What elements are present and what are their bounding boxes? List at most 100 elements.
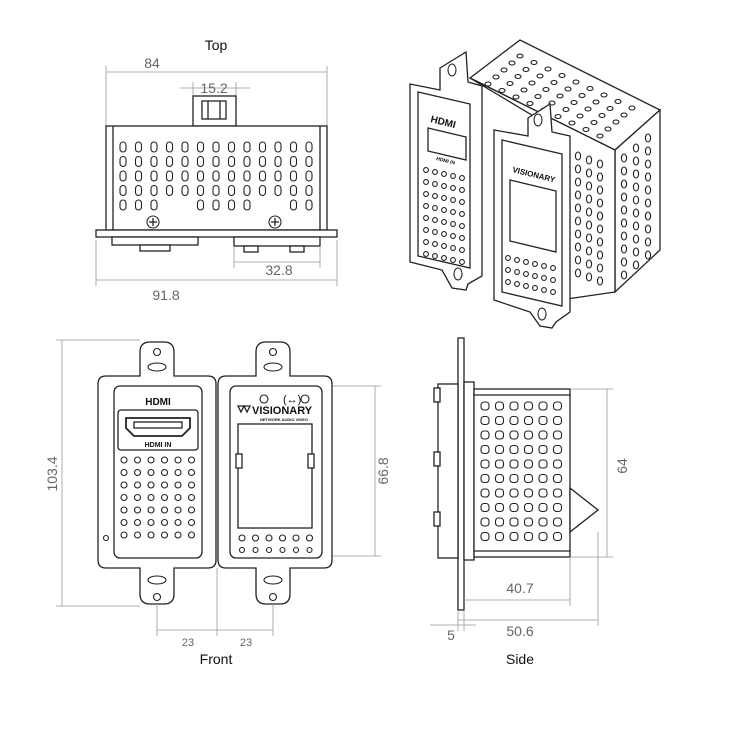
vent-slot (523, 430, 534, 440)
vent-slot (119, 199, 127, 211)
vent-slot (134, 141, 143, 153)
vent-slot (305, 184, 313, 197)
vent-hole (432, 169, 438, 175)
vent-hole (576, 113, 584, 119)
vent-slot (552, 415, 563, 426)
vent-hole (459, 199, 465, 205)
dim-top-right-box: 32.8 (265, 262, 292, 278)
vent-hole (544, 66, 552, 72)
vent-hole (632, 234, 640, 244)
dim-front-right-half: 23 (240, 637, 252, 649)
vent-slot (480, 488, 490, 498)
vent-slot (243, 184, 251, 197)
vent-hole (574, 268, 582, 278)
vent-slot (212, 141, 220, 153)
vent-slot (523, 531, 534, 542)
vent-slot (258, 155, 267, 168)
front-brand-label: VISIONARY (252, 405, 313, 417)
vent-hole (160, 493, 169, 502)
vent-hole (187, 481, 196, 489)
iso-left-holes (423, 167, 465, 265)
vent-slot (480, 415, 490, 426)
vent-hole (620, 257, 628, 267)
vent-slot (552, 444, 563, 455)
dim-top-overall: 91.8 (152, 287, 179, 303)
vent-hole (432, 229, 438, 235)
vent-slot (258, 184, 267, 197)
vent-hole (532, 261, 538, 267)
vent-slot (494, 473, 505, 484)
vent-slot (494, 488, 505, 498)
vent-slot (523, 488, 534, 498)
vent-hole (120, 456, 128, 464)
vent-slot (538, 531, 548, 542)
vent-slot (509, 517, 519, 527)
vent-hole (596, 276, 604, 286)
vent-slot (509, 473, 519, 484)
vent-hole (432, 205, 438, 211)
vent-hole (459, 259, 465, 265)
vent-hole (423, 239, 429, 245)
vent-hole (423, 227, 429, 233)
vent-hole (505, 279, 511, 285)
vent-hole (644, 224, 652, 234)
vent-hole (120, 493, 128, 502)
vent-hole (585, 194, 593, 204)
dim-front-inner-height: 66.8 (375, 457, 391, 484)
vent-slot (258, 170, 267, 182)
vent-slot (509, 488, 519, 498)
vent-slot (523, 444, 534, 455)
vent-hole (450, 185, 456, 191)
vent-hole (632, 156, 640, 166)
dim-top-width: 84 (144, 55, 160, 71)
vent-slot (227, 141, 236, 153)
vent-hole (432, 193, 438, 199)
vent-hole (441, 207, 447, 213)
vent-slot (289, 170, 298, 182)
vent-hole (644, 172, 652, 182)
vent-slot (181, 141, 189, 153)
vent-hole (632, 247, 640, 257)
vent-hole (644, 237, 652, 247)
vent-slot (274, 141, 282, 153)
vent-slot (227, 184, 236, 197)
vent-hole (187, 506, 196, 514)
vent-hole (596, 237, 604, 247)
vent-hole (292, 546, 300, 554)
vent-hole (541, 287, 547, 293)
vent-hole (432, 253, 438, 259)
vent-slot (181, 184, 189, 197)
vent-hole (174, 468, 182, 477)
vent-hole (498, 87, 506, 94)
vent-hole (574, 216, 582, 226)
vent-slot (538, 401, 548, 411)
vent-hole (620, 112, 628, 118)
vent-hole (542, 86, 550, 93)
vent-hole (160, 506, 169, 514)
vent-hole (133, 531, 142, 539)
vent-hole (292, 534, 300, 542)
vent-slot (196, 141, 205, 153)
vent-slot (243, 170, 251, 182)
iso-right-holes (505, 255, 556, 295)
vent-hole (432, 217, 438, 223)
vent-hole (644, 250, 652, 260)
vent-slot (509, 430, 519, 440)
vent-slot (119, 155, 127, 168)
isometric-view: HDMI HDMI IN VISIONARY (409, 39, 662, 329)
dim-side-plate: 5 (447, 627, 455, 643)
vent-slot (243, 141, 251, 153)
vent-slot (552, 473, 563, 484)
dim-side-height: 64 (614, 458, 630, 474)
top-view: Top 84 15.2 (95, 37, 338, 303)
vent-hole (133, 456, 142, 464)
vent-slot (480, 430, 490, 440)
front-left-holes (120, 456, 196, 539)
vent-hole (500, 67, 508, 73)
vent-hole (514, 73, 522, 80)
vent-hole (459, 211, 465, 217)
vent-hole (541, 275, 547, 281)
vent-slot (196, 155, 205, 168)
vent-slot (480, 517, 490, 527)
